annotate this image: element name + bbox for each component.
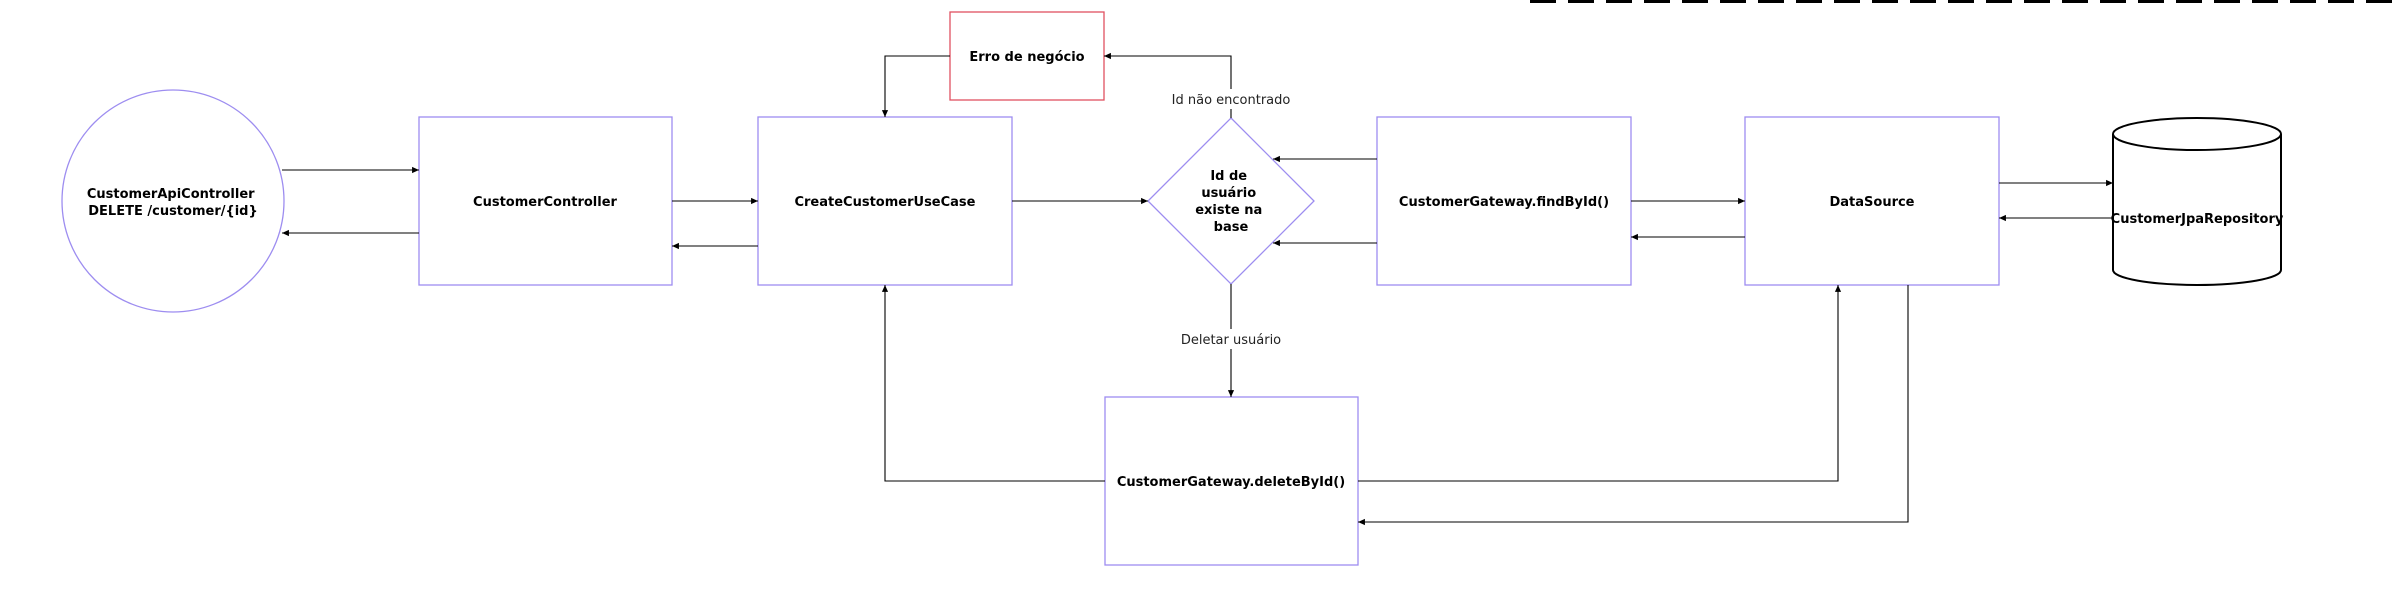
- edge-gateway-delete-to-usecase: [881, 285, 1105, 482]
- node-gateway-find[interactable]: CustomerGateway.findById(): [1376, 116, 1632, 286]
- node-business-error-label: Erro de negócio: [969, 50, 1084, 65]
- edge-label-delete-user: Deletar usuário: [1178, 329, 1284, 349]
- node-use-case-label: CreateCustomerUseCase: [794, 195, 975, 210]
- svg-text:Id não encontrado: Id não encontrado: [1172, 93, 1291, 108]
- node-jpa-repository-label: CustomerJpaRepository: [2111, 212, 2284, 227]
- edge-error-to-usecase: [881, 55, 950, 117]
- node-business-error[interactable]: Erro de negócio: [949, 11, 1105, 101]
- edge-label-not-found: Id não encontrado: [1171, 89, 1291, 109]
- node-customer-controller-label: CustomerController: [473, 195, 617, 210]
- node-use-case[interactable]: CreateCustomerUseCase: [757, 116, 1013, 286]
- edge-datasource-to-gateway-delete: [1358, 285, 1909, 526]
- node-jpa-repository[interactable]: CustomerJpaRepository: [2111, 117, 2284, 286]
- node-customer-controller[interactable]: CustomerController: [418, 116, 673, 286]
- node-gateway-find-label: CustomerGateway.findById(): [1399, 195, 1609, 210]
- node-data-source[interactable]: DataSource: [1744, 116, 2000, 286]
- node-api-controller[interactable]: CustomerApiController DELETE /customer/{…: [61, 89, 285, 313]
- node-gateway-delete[interactable]: CustomerGateway.deleteById(): [1104, 396, 1359, 566]
- node-gateway-delete-label: CustomerGateway.deleteById(): [1117, 475, 1345, 490]
- node-decision-label: Id de usuário existe na base: [1195, 169, 1267, 235]
- node-decision[interactable]: Id de usuário existe na base: [1147, 117, 1315, 285]
- edge-gateway-delete-to-datasource: [1358, 285, 1842, 482]
- node-api-controller-label: CustomerApiController DELETE /customer/{…: [87, 187, 259, 219]
- node-data-source-label: DataSource: [1829, 195, 1914, 210]
- svg-text:Deletar usuário: Deletar usuário: [1181, 333, 1281, 348]
